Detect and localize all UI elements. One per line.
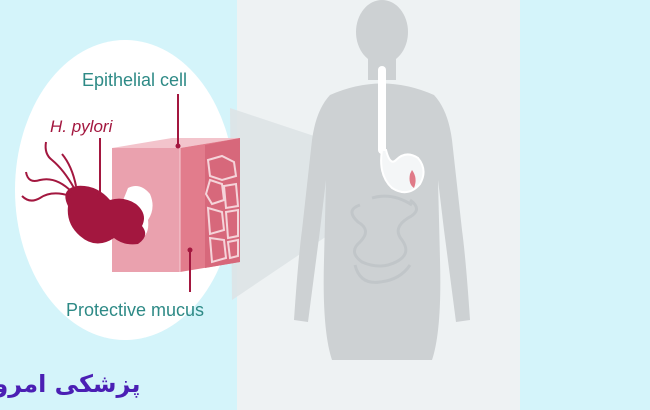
h-pylori-pointer-dot	[97, 193, 103, 199]
logo-text: پزشکی امروز	[0, 370, 140, 398]
h-pylori-bacterium-icon	[21, 141, 146, 245]
epithelial-cell-pointer-dot	[175, 143, 181, 149]
epithelial-layer	[205, 138, 240, 268]
intestines	[350, 194, 418, 284]
logo: پزشکی امروز	[0, 370, 140, 398]
label-protective-mucus: Protective mucus	[66, 300, 204, 320]
label-epithelial-cell: Epithelial cell	[82, 70, 187, 90]
label-h-pylori: H. pylori	[50, 117, 114, 136]
body-silhouette	[294, 0, 470, 360]
stomach-icon	[380, 149, 425, 194]
protective-mucus-pointer-dot	[187, 247, 193, 253]
